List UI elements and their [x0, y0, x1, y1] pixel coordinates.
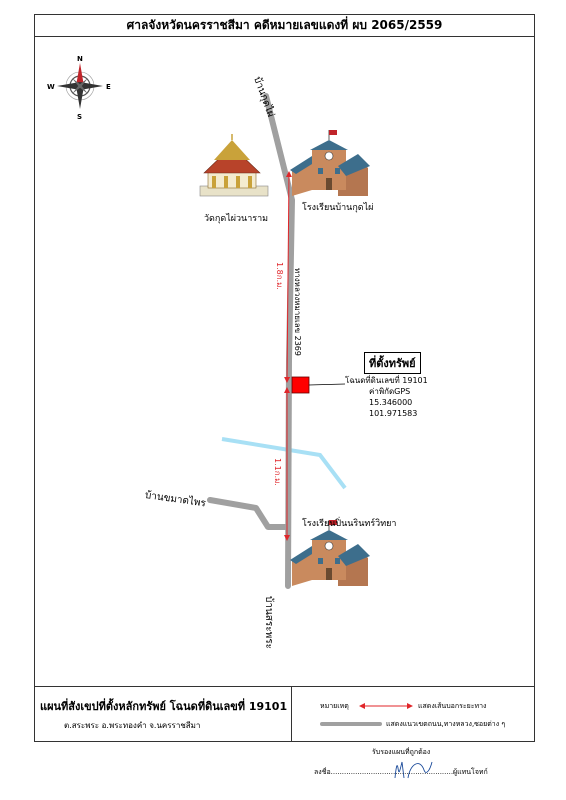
compass-s: S [77, 113, 82, 121]
village-north-label: บ้านกุดไผ่ [251, 75, 277, 119]
distance-arrow-north [284, 171, 292, 383]
branch-road [207, 497, 290, 530]
property-title: ที่ตั้งทรัพย์ [364, 352, 421, 374]
school-north-icon [290, 130, 370, 196]
compass-n: N [77, 55, 83, 63]
legend-arrow-label: แสดงเส้นบอกระยะทาง [418, 702, 487, 710]
school-north-label: โรงเรียนบ้านกุดไผ่ [302, 203, 374, 213]
legend-road-label: แสดงแนวเขตถนน,ทางหลวง,ซอยต่าง ๆ [386, 720, 506, 728]
footer-mid-divider [291, 686, 292, 742]
compass-w: W [47, 83, 55, 91]
sign-confirm: รับรองแผนที่ถูกต้อง [372, 748, 431, 756]
property-deed: โฉนดที่ดินเลขที่ 19101 [345, 376, 428, 385]
compass-e: E [106, 83, 111, 91]
page-title: ศาลจังหวัดนครราชสีมา คดีหมายเลขแดงที่ ผบ… [34, 14, 535, 37]
compass-rose-icon [57, 63, 103, 109]
highway-label: ทางหลวงหมายเลข 2369 [293, 268, 302, 356]
legend-remark-label: หมายเหตุ [320, 702, 349, 710]
school-south-label: โรงเรียนปิ่นนรินทร์วิทยา [302, 519, 397, 529]
footer-divider [34, 686, 535, 687]
legend-arrow: แสดงเส้นบอกระยะทาง [418, 701, 486, 712]
legend-road: แสดงแนวเขตถนน,ทางหลวง,ซอยต่าง ๆ [386, 719, 505, 730]
distance-south-label: 1.1ก.ม. [273, 458, 282, 486]
temple-label: วัดกุดไผ่วนาราม [204, 214, 269, 224]
property-marker [291, 376, 310, 394]
property-lat: 15.346000 [369, 398, 413, 407]
sign-suffix: ผู้แทนโจทก์ [453, 768, 488, 776]
footer-subtitle: ต.สระพระ อ.พระทองคำ จ.นครราชสีมา [64, 721, 201, 730]
school-south-icon [290, 520, 370, 586]
main-road [263, 93, 295, 589]
sign-prefix: ลงชื่อ..................................… [314, 768, 454, 776]
distance-north-label: 1.8ก.ม. [275, 262, 284, 290]
signature-line: ลงชื่อ..................................… [314, 767, 488, 778]
village-south-label: บ้านสระพระ [263, 596, 275, 649]
legend-remark: หมายเหตุ [320, 701, 349, 712]
property-gps-label: ค่าพิกัดGPS [369, 387, 411, 396]
stream-line [221, 437, 347, 490]
property-leader-line [308, 383, 346, 386]
footer-title: แผนที่สังเขปที่ตั้งหลักทรัพย์ โฉนดที่ดิน… [40, 700, 288, 713]
temple-icon [199, 134, 269, 197]
signature-image [394, 761, 433, 779]
property-lon: 101.971583 [369, 409, 418, 418]
map-frame [34, 14, 535, 742]
property-info: โฉนดที่ดินเลขที่ 19101 ค่าพิกัดGPS 15.34… [345, 375, 428, 419]
